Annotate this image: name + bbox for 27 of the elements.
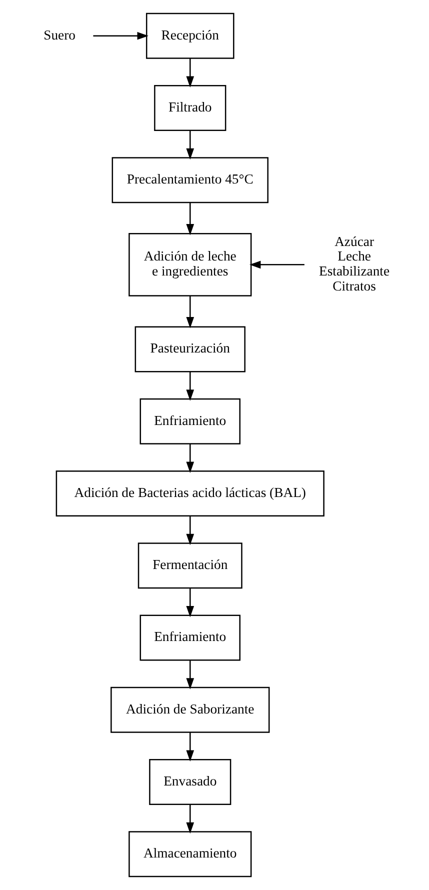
node-box: Filtrado xyxy=(154,84,226,131)
node-box: Precalentamiento 45°C xyxy=(111,157,268,204)
node-box: Pasteurización xyxy=(134,326,245,372)
node-box: Envasado xyxy=(148,759,231,806)
node-box: Fermentación xyxy=(137,542,242,589)
arrow xyxy=(186,444,194,473)
arrow xyxy=(186,296,194,328)
node-box: Recepción xyxy=(145,12,234,59)
arrow xyxy=(186,732,194,762)
node-box: Enfriamiento xyxy=(139,398,240,444)
node-text: Suero xyxy=(43,27,75,42)
node-box: Adición de leche e ingredientes xyxy=(128,232,252,296)
arrow xyxy=(92,32,148,40)
arrow xyxy=(186,588,194,618)
node-box: Adición de Saborizante xyxy=(110,686,270,733)
node-box: Almacenamiento xyxy=(128,831,252,878)
arrow xyxy=(186,202,194,236)
node-box: Adición de Bacterias acido lácticas (BAL) xyxy=(55,470,324,516)
arrow xyxy=(186,130,194,160)
arrow xyxy=(186,804,194,834)
arrow xyxy=(186,372,194,401)
arrow xyxy=(186,58,194,88)
arrow xyxy=(248,260,304,269)
arrow xyxy=(186,660,194,690)
node-box: Enfriamiento xyxy=(139,614,240,661)
arrow xyxy=(186,516,194,546)
node-text: Azúcar Leche Estabilizante Citratos xyxy=(318,234,390,294)
